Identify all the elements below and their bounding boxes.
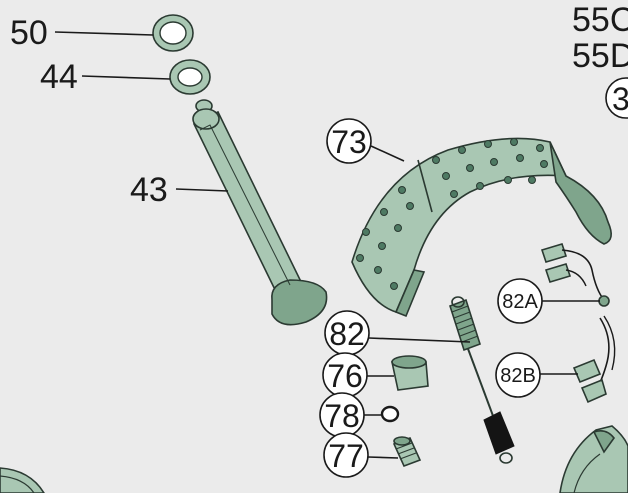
leader-82 <box>368 337 471 343</box>
part-76-bushing <box>391 355 429 391</box>
part-73-brake-shoe <box>351 137 612 318</box>
label-50: 50 <box>10 14 48 52</box>
label-82b-bubble <box>495 352 541 398</box>
part-82a-sensor <box>540 243 610 307</box>
label-3: 3 <box>612 81 628 117</box>
label-73: 73 <box>331 124 367 160</box>
label-82a: 82A <box>502 291 538 313</box>
leader-77 <box>367 456 399 459</box>
leader-43 <box>175 188 229 192</box>
label-78: 78 <box>324 398 360 434</box>
label-55d: 55D <box>572 37 628 75</box>
part-43-anchor-pin <box>192 99 328 326</box>
label-77: 77 <box>328 438 364 474</box>
part-82-spring <box>449 296 515 464</box>
part-50-seal <box>152 14 194 52</box>
label-55c: 55C <box>572 1 628 39</box>
label-44: 44 <box>40 58 78 96</box>
partial-part-bottom-right <box>559 425 628 493</box>
label-43: 43 <box>130 171 168 209</box>
leader-44 <box>81 75 171 80</box>
label-3-bubble <box>605 77 628 119</box>
label-82b: 82B <box>500 365 536 387</box>
label-77-bubble <box>323 432 369 478</box>
label-76: 76 <box>327 358 363 394</box>
partial-part-bottom-left <box>0 467 45 493</box>
part-77-plug <box>392 436 422 468</box>
label-73-bubble <box>326 118 372 164</box>
leader-50 <box>54 31 154 36</box>
part-82b-sensor <box>572 315 616 404</box>
label-82: 82 <box>329 316 365 352</box>
part-78-o-ring <box>380 405 400 423</box>
leader-73 <box>370 145 405 162</box>
part-44-washer <box>169 59 211 95</box>
